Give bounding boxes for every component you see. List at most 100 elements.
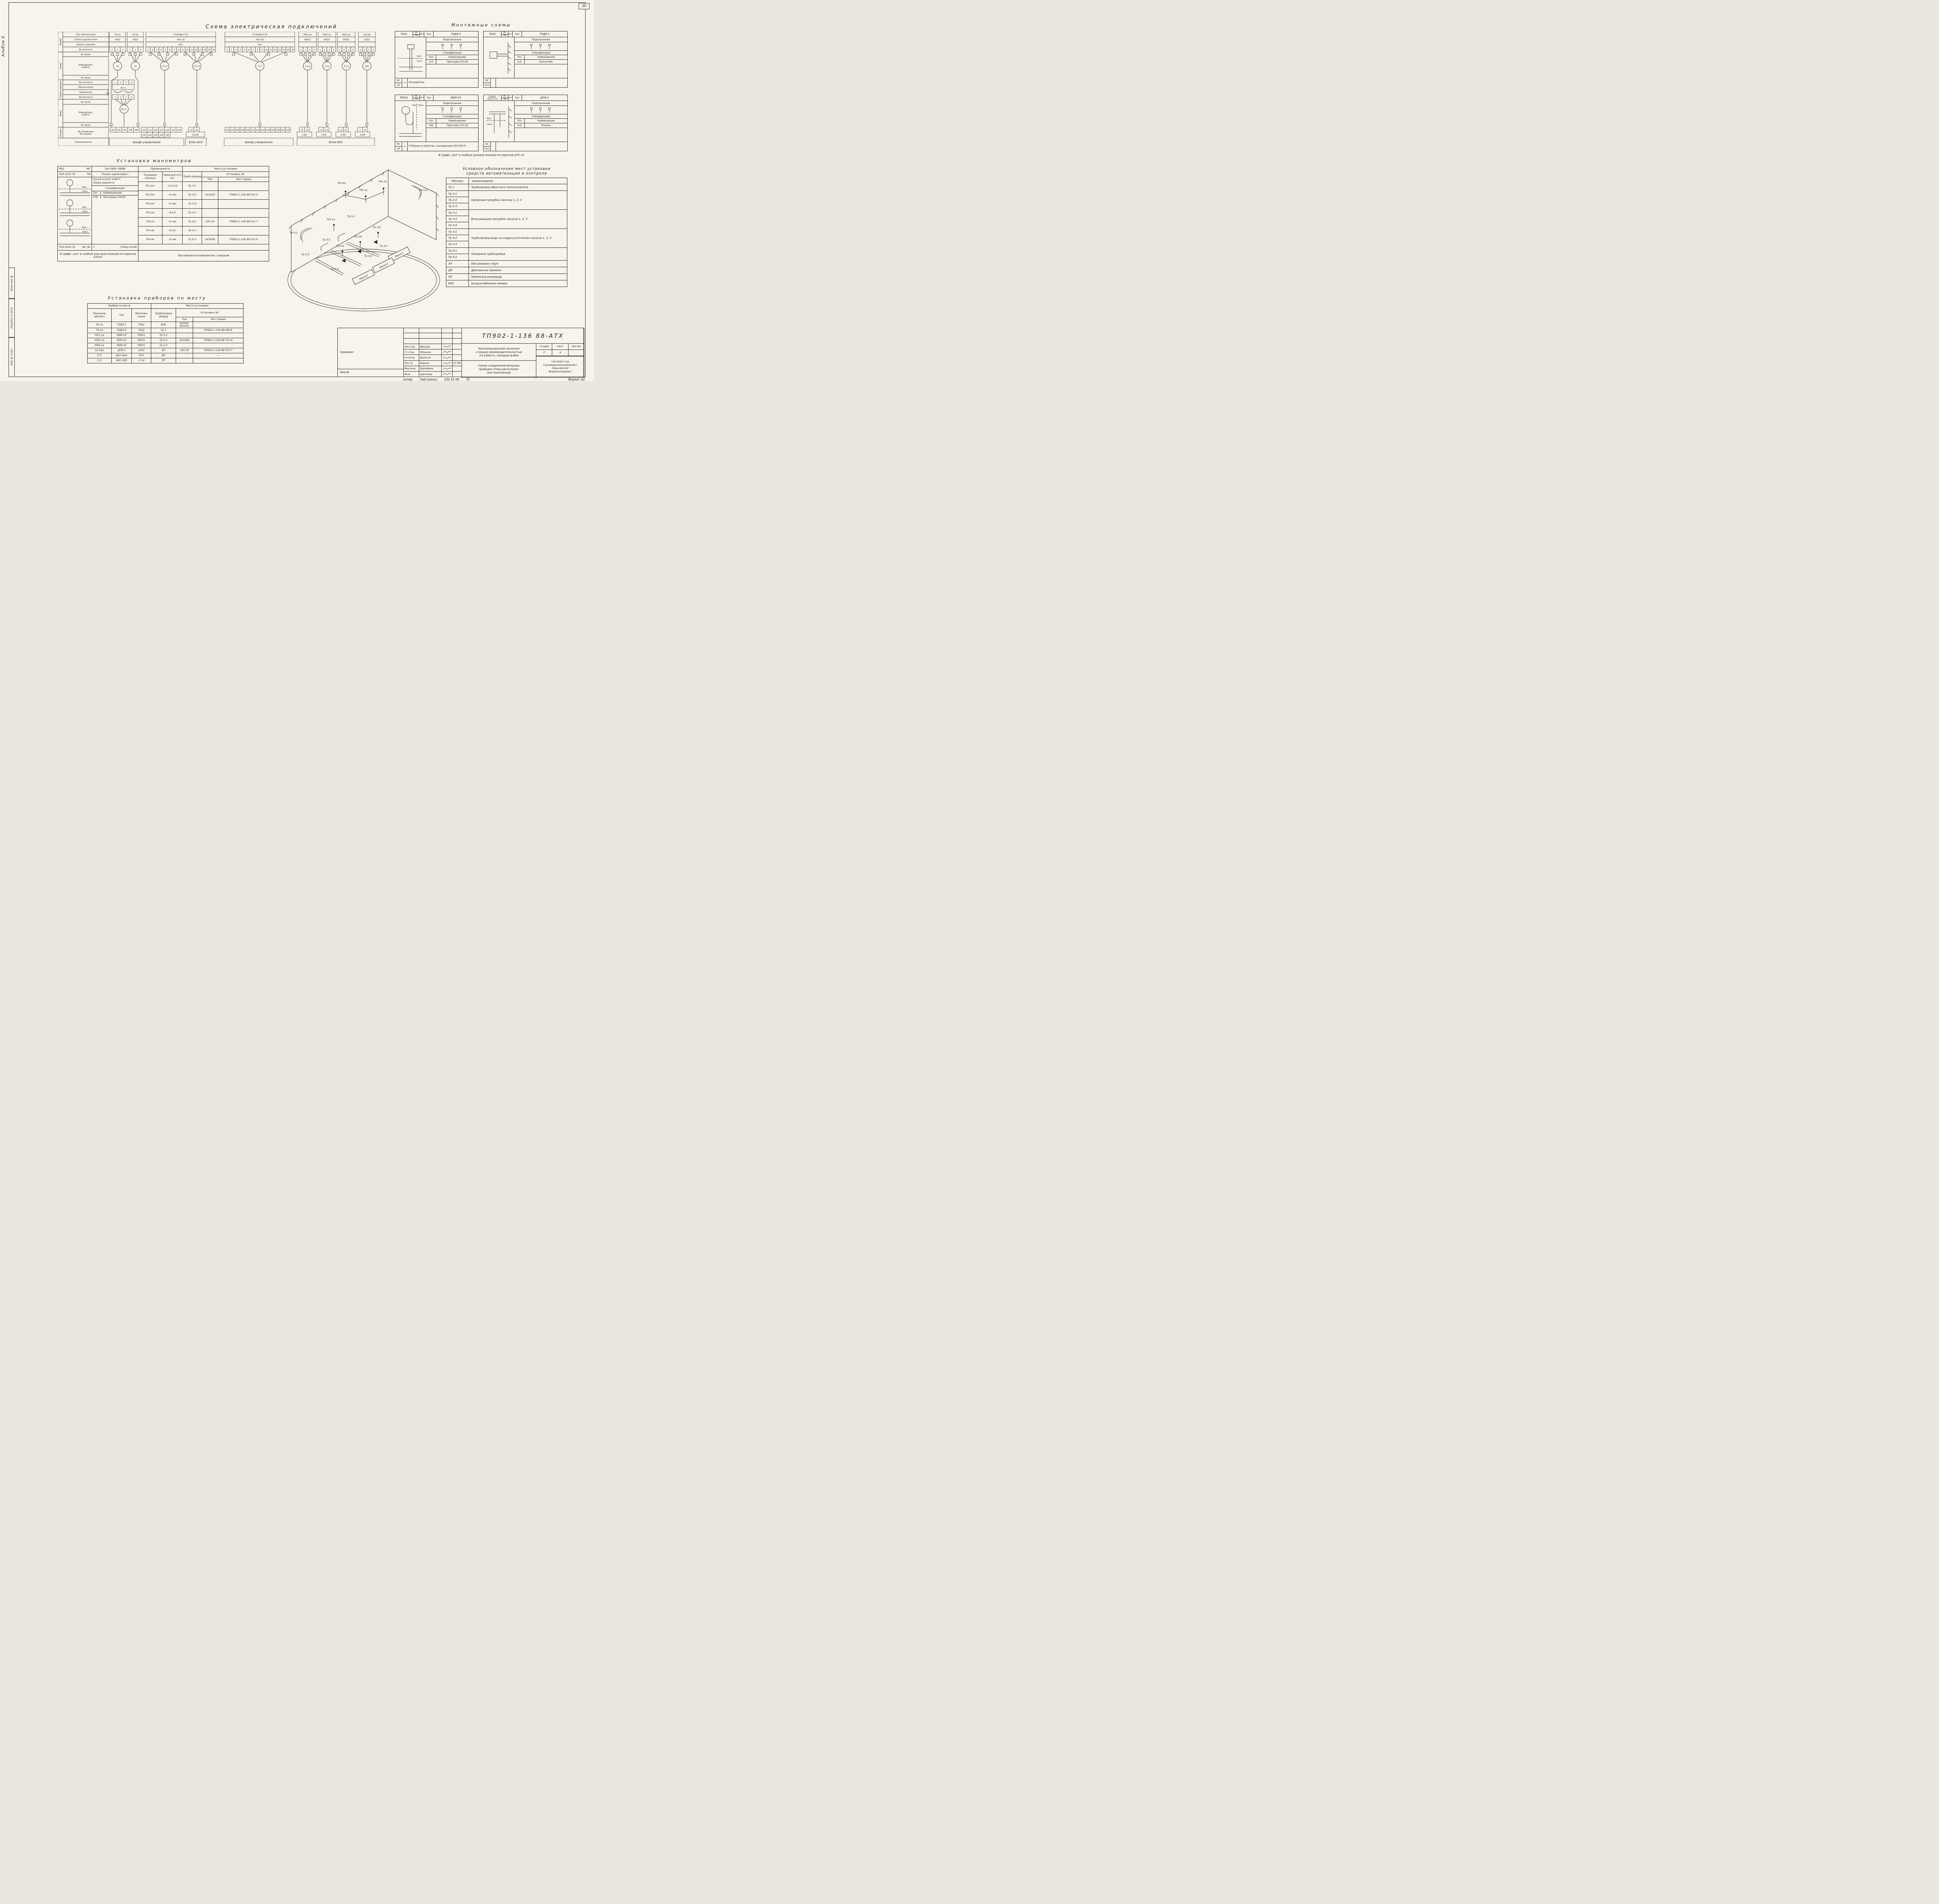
legend-name: Трубопровод воды на гидро-уплотнение нас… [471,236,551,240]
svg-text:143: 143 [154,134,157,137]
svg-text:х12: х12 [142,129,146,131]
svg-text:РI3-3а: РI3-3а [336,244,344,247]
mano-head-app: Применимость [138,166,183,172]
field-cell: ТУДЭ-4 [111,327,132,333]
svg-text:Тр 5-1: Тр 5-1 [290,231,298,234]
svg-text:115: 115 [171,129,175,131]
svg-text:128: 128 [286,129,290,131]
foot-ms: МС [484,142,490,147]
floor-oval-inner [290,251,437,309]
title-block: ТП902-1-136 88-АТХ Канализационная насос… [337,328,584,378]
spec-poz: 1(4) [515,123,525,128]
legend-code: Тр 1 [448,186,455,189]
device-tag-text: ТS02 [489,33,496,36]
svg-text:1: 1 [111,49,112,51]
role-date: 07 88 [453,361,461,365]
svg-text:16: 16 [212,49,214,51]
svg-text:706: 706 [135,129,138,131]
spec-row: 1(7)Прокладка 20×26 [426,60,478,64]
field-cell: Тр 2-3 [151,342,176,348]
svg-text:117: 117 [231,129,234,131]
svg-text:4-КК: 4-КК [360,134,366,137]
stamp-label: Взам инв № [10,275,13,291]
spec-name: Прокладка 10×18 [446,124,468,127]
manometer-cell [202,208,218,218]
svg-text:2: 2 [231,49,232,51]
stage-value: Р [536,350,553,356]
svg-text:3: 3 [140,49,141,51]
manometer-notes: Ру≤16 кгс/см² t≤80°С Среда-жидкость Спец… [92,177,138,244]
role-label: Гл спец [404,349,419,355]
project-name: Канализационная насосная станция произво… [461,343,536,361]
role-label [404,333,419,339]
legend-name: Приемный резервуар [471,275,502,278]
type-label: Тип [513,31,522,37]
svg-text:120: 120 [246,129,249,131]
svg-text:ТS01: ТS01 [115,39,120,41]
svg-text:13: 13 [364,129,366,131]
stage-label: Стадия [536,344,553,350]
kip-label: Кип [508,31,513,37]
field-cell: БКС-2УЗ [111,358,132,363]
field-cell [176,358,194,363]
svg-text:Сборка зажимов: Сборка зажимов [76,44,95,46]
svg-text:РI1-3а: РI1-3а [373,226,380,229]
role-name [419,328,442,333]
foot-zk: Техн [484,147,489,150]
signature [442,328,453,333]
manometer-cell: РI1-4а [138,226,162,235]
field-cell [193,332,244,338]
manometer-cell: ТП902-1-136 88-ТХл 6 [218,190,270,200]
svg-text:Маркировка: Маркировка [79,112,93,114]
field-cell: PIS1-1а [87,332,112,338]
type-label: Тип [513,95,522,100]
sheets-value [568,350,584,356]
type-label: Тип [424,31,434,37]
svg-text:3: 3 [156,49,157,51]
svg-text:12: 12 [344,129,347,131]
legend-col-name: Наименование [472,179,493,183]
type-value: ДПЭ-1 [540,96,549,99]
field-col: Тип [111,308,132,322]
svg-text:LSО1: LSО1 [364,39,370,41]
svg-text:2: 2 [305,49,306,51]
foot-ms: МС [395,142,402,147]
stage-grid: Стадия Лист Листов Р 4 [536,343,584,356]
spacer [515,128,567,142]
kip-label: Кип [508,95,513,100]
field-cell: ДПЭ-1 [111,348,132,353]
svg-text:7: 7 [174,49,175,51]
stamp-cell-vzam: Взам инв № [9,268,15,299]
field-cell: LSО1 [131,348,152,353]
manometer-cell: то же [162,235,183,244]
role-date [453,366,461,371]
role-date [453,349,461,355]
svg-text:1а: 1а [116,66,119,68]
field-cell: 183 20 [176,348,194,353]
signature [442,349,453,355]
svg-text:12: 12 [274,49,276,51]
svg-text:10: 10 [265,49,268,51]
legend-codes: ДП [446,267,469,274]
svg-text:5: 5 [165,49,166,51]
signature-row [404,328,461,334]
manometer-cell [218,182,270,191]
legend-name: Напорный трубопровод [471,252,505,256]
svg-text:124: 124 [266,129,270,131]
album-label: Альбом 6 [1,35,5,57]
role-label: Вед инж [404,366,419,371]
svg-text:7: 7 [253,49,254,51]
